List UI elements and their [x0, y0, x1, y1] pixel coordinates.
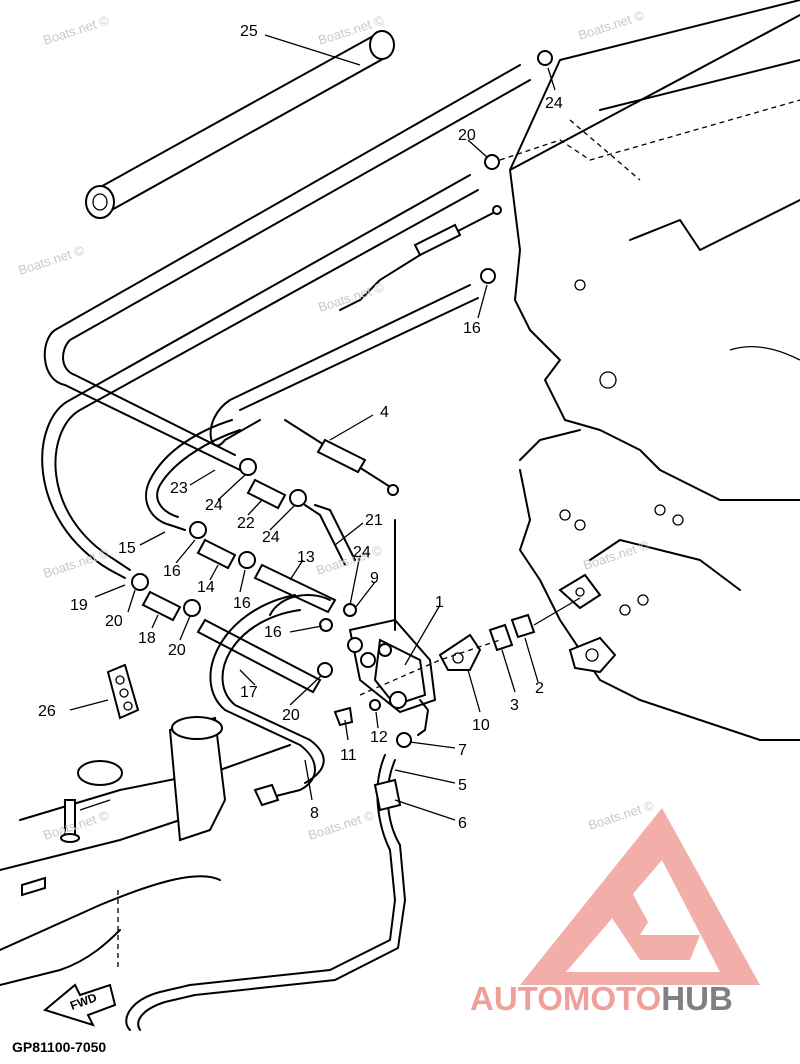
leader-lines: [69, 34, 556, 821]
callout-5: 5: [458, 777, 467, 794]
callout-20: 20: [458, 127, 476, 144]
fwd-arrow: FWD: [42, 983, 117, 1027]
callout-4: 4: [380, 404, 389, 421]
part-25-tube: [85, 30, 395, 219]
callout-24: 24: [353, 544, 371, 561]
callout-7: 7: [458, 742, 467, 759]
part-code: GP81100-7050: [12, 1039, 106, 1055]
callout-15: 15: [118, 540, 136, 557]
callout-20: 20: [168, 642, 186, 659]
watermark-text: Boats.net ©: [16, 242, 86, 277]
hose-routing: [41, 64, 531, 579]
callout-18: 18: [138, 630, 156, 647]
watermark-text: Boats.net ©: [316, 279, 386, 314]
small-parts: [333, 597, 581, 727]
callout-24: 24: [545, 95, 563, 112]
callout-12: 12: [370, 729, 388, 746]
callout-16: 16: [463, 320, 481, 337]
callout-6: 6: [458, 815, 467, 832]
callout-25: 25: [240, 23, 258, 40]
callout-24: 24: [262, 529, 280, 546]
callout-9: 9: [370, 570, 379, 587]
hose-8-and-6: [125, 594, 406, 1031]
callout-numbers: 25 24 20 16 4 23 24 22 24 21 15 16 14 16…: [38, 23, 563, 832]
fuel-tank: [0, 716, 291, 986]
callout-24: 24: [205, 497, 223, 514]
callout-17: 17: [240, 684, 258, 701]
brand-wordmark: AUTOMOTOHUB: [470, 980, 733, 1017]
callout-23: 23: [170, 480, 188, 497]
clamps: [131, 50, 553, 748]
callout-22: 22: [237, 515, 255, 532]
watermark-text: Boats.net ©: [586, 797, 656, 832]
callout-8: 8: [310, 805, 319, 822]
watermark-text: Boats.net ©: [41, 12, 111, 47]
watermark-text: Boats.net ©: [576, 7, 646, 42]
callout-14: 14: [197, 579, 215, 596]
callout-1: 1: [435, 594, 444, 611]
brand-part-3: HUB: [661, 980, 733, 1017]
callout-19: 19: [70, 597, 88, 614]
callout-16: 16: [233, 595, 251, 612]
callout-21: 21: [365, 512, 383, 529]
joints: [141, 478, 287, 622]
part-4-cable: [284, 205, 502, 496]
brand-part-2: MOTO: [563, 980, 661, 1017]
callout-16: 16: [264, 624, 282, 641]
part-26-grommet: [106, 663, 140, 720]
callout-2: 2: [535, 680, 544, 697]
automotohub-logo-mark: [520, 808, 760, 985]
callout-3: 3: [510, 697, 519, 714]
part-1-valve-assembly: [347, 519, 437, 736]
callout-13: 13: [297, 549, 315, 566]
callout-16: 16: [163, 563, 181, 580]
brand-part-1: AUTO: [470, 980, 563, 1017]
callout-20: 20: [282, 707, 300, 724]
engine-block: [499, 0, 800, 741]
callout-26: 26: [38, 703, 56, 720]
callout-10: 10: [472, 717, 490, 734]
callout-20: 20: [105, 613, 123, 630]
callout-11: 11: [340, 747, 357, 764]
hoses: [196, 504, 356, 694]
